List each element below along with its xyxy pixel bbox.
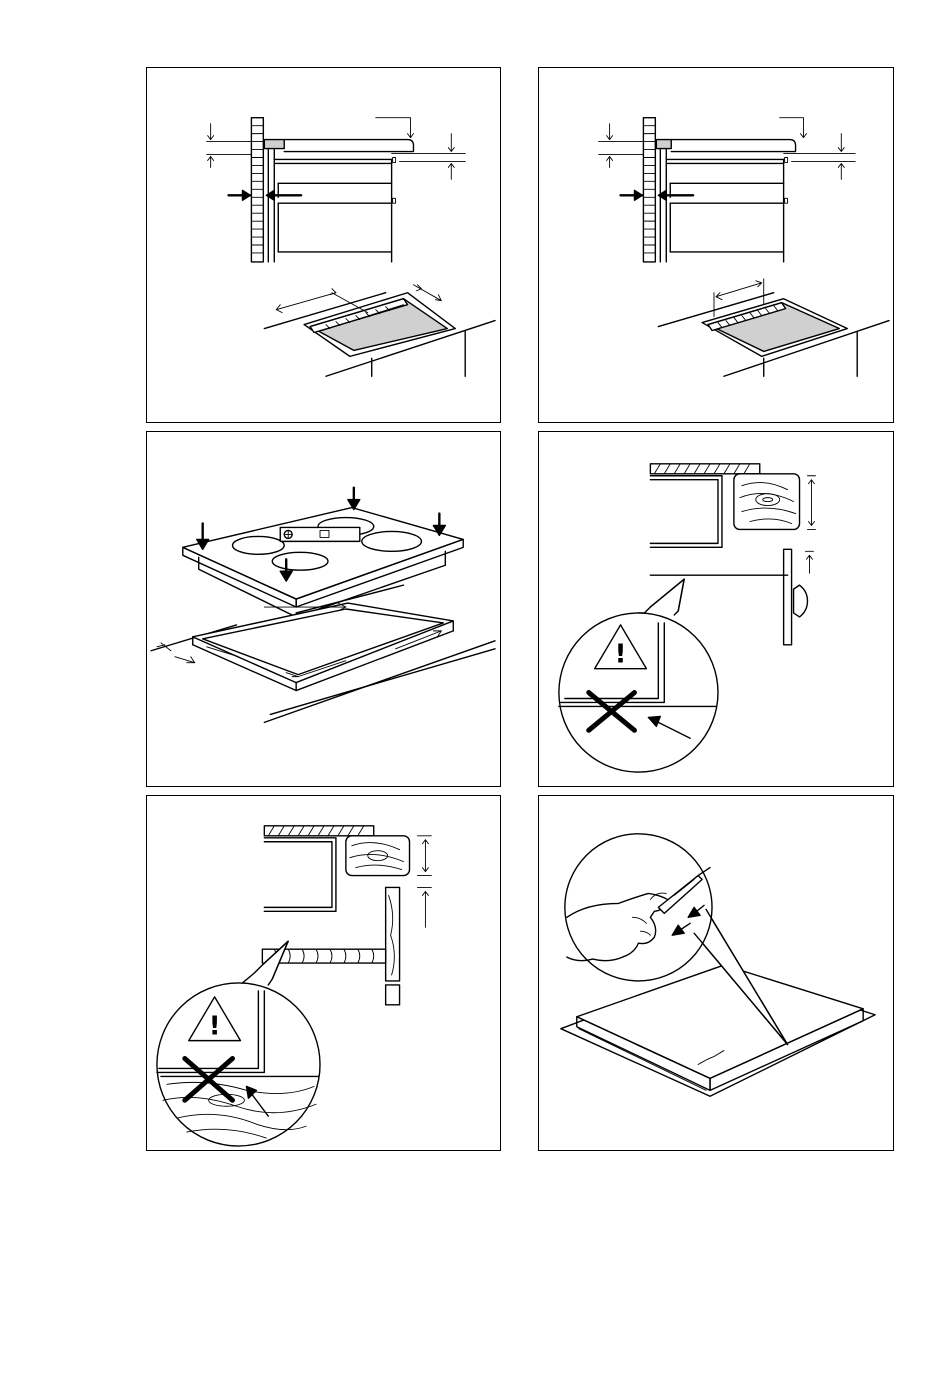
panel-cutout-dimensions-front (146, 67, 501, 423)
panel-shelf-clearance-warning: ! (146, 795, 501, 1151)
dimension-markers (805, 476, 815, 573)
hob-on-worktop (561, 965, 875, 1096)
cabinet-side-panel (386, 887, 400, 1004)
cabinet-section (656, 140, 795, 262)
hob-appliance (183, 508, 463, 617)
wood-grain-icon (734, 474, 800, 530)
hob-placement-diagram (147, 432, 500, 786)
dimension-markers (417, 836, 431, 927)
panel-cutout-dimensions-rear (538, 67, 894, 423)
cutout-rear-diagram (539, 68, 893, 422)
svg-text:!: ! (209, 1012, 221, 1042)
worktop-cutout (264, 285, 495, 376)
svg-text:!: ! (615, 640, 627, 670)
brick-wall-icon (643, 118, 655, 262)
wood-grain-icon (346, 836, 410, 876)
brick-wall-icon (251, 118, 263, 262)
worktop-seal (151, 585, 495, 722)
seal-removal-diagram (539, 796, 893, 1150)
cutout-front-diagram (147, 68, 500, 422)
cabinet-section (264, 140, 413, 262)
panel-seal-removal (538, 795, 894, 1151)
magnifier-callout (157, 941, 320, 1146)
worktop-section (264, 826, 373, 912)
panel-drawer-clearance-warning: ! (538, 431, 894, 787)
shelf-warning-diagram: ! (147, 796, 500, 1150)
worktop-cutout (658, 279, 889, 376)
panel-hob-placement (146, 431, 501, 787)
drawer-warning-diagram: ! (539, 432, 893, 786)
worktop-section (650, 464, 759, 548)
magnifier-callout (559, 579, 718, 772)
